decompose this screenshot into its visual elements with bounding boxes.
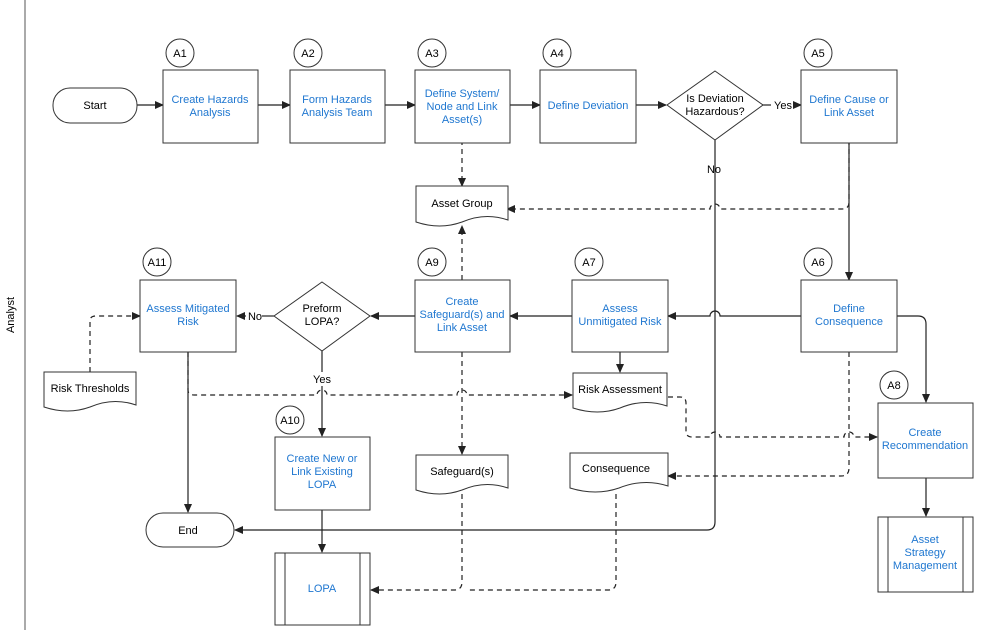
arrow-a6-a7 [667,310,801,320]
dash-consequence-lopa [467,494,617,591]
a1-badge: A1 [173,48,186,60]
risk-assessment-label: Risk Assessment [578,384,662,396]
a6-badge: A6 [811,257,824,269]
a9-line-0: Create [445,296,478,308]
subprocess-lopa[interactable]: LOPA [274,552,371,626]
start-terminal[interactable]: Start [52,87,138,124]
a9-line-1: Safeguard(s) and [420,309,505,321]
step-a10[interactable]: A10 Create New or Link Existing LOPA [274,405,371,511]
safeguards-label: Safeguard(s) [430,466,494,478]
deviation-line-1: Hazardous? [685,106,744,118]
a5-badge: A5 [811,48,824,60]
a3-badge: A3 [425,48,438,60]
end-terminal[interactable]: End [145,512,235,548]
asset-group-label: Asset Group [431,198,492,210]
a8-badge: A8 [887,380,900,392]
a8-line-1: Recommendation [882,440,968,452]
swimlane: Analyst [5,0,26,630]
a10-badge: A10 [280,415,300,427]
a3-line-2: Asset(s) [442,114,482,126]
decision-deviation-hazardous[interactable]: Is Deviation Hazardous? [666,70,764,141]
risk-thresholds-label: Risk Thresholds [51,383,130,395]
doc-risk-thresholds[interactable]: Risk Thresholds [43,371,137,412]
a6-line-1: Consequence [815,316,883,328]
subprocess-asset-strategy[interactable]: Asset Strategy Management [877,516,974,593]
a11-badge: A11 [148,257,167,269]
step-a7[interactable]: A7 Assess Unmitigated Risk [571,247,669,353]
lopa-decision-line-1: LOPA? [305,316,340,328]
step-a8[interactable]: A8 Create Recommendation [877,370,974,479]
a7-line-1: Unmitigated Risk [578,316,662,328]
a10-line-2: LOPA [308,479,337,491]
a5-line-0: Define Cause or [809,94,889,106]
step-a4[interactable]: A4 Define Deviation [539,38,637,144]
asset-strategy-line-0: Asset [911,534,939,546]
dash-a11-riskassessment [187,352,573,399]
dash-a5-assetgroup [506,140,850,213]
a10-line-0: Create New or [287,453,358,465]
decision-preform-lopa[interactable]: Preform LOPA? [273,281,371,352]
lopa-sub-line-0: LOPA [308,583,337,595]
end-label: End [178,525,198,537]
a3-line-0: Define System/ [425,88,501,100]
step-a3[interactable]: A3 Define System/ Node and Link Asset(s) [414,38,511,144]
step-a9[interactable]: A9 Create Safeguard(s) and Link Asset [414,247,511,353]
a10-line-1: Link Existing [291,466,353,478]
a5-line-1: Link Asset [824,107,874,119]
connectors [89,101,930,594]
a9-line-2: Link Asset [437,322,487,334]
a6-line-0: Define [833,303,865,315]
doc-safeguards[interactable]: Safeguard(s) [415,454,509,495]
a2-line-0: Form Hazards [302,94,372,106]
a1-line-0: Create Hazards [171,94,249,106]
a1-line-1: Analysis [190,107,231,119]
start-label: Start [83,100,106,112]
step-a11[interactable]: A11 Assess Mitigated Risk [139,247,237,353]
step-a5[interactable]: A5 Define Cause or Link Asset [800,38,898,144]
lopa-yes-label: Yes [313,374,331,386]
dash-safeguards-lopa [370,494,463,594]
a3-line-1: Node and Link [427,101,498,113]
dash-riskassessment-a8 [668,396,878,441]
step-a2[interactable]: A2 Form Hazards Analysis Team [289,38,386,144]
deviation-line-0: Is Deviation [686,93,743,105]
a9-badge: A9 [425,257,438,269]
a2-line-1: Analysis Team [302,107,373,119]
deviation-no-label: No [707,164,721,176]
arrow-a6-a8 [897,315,930,403]
arrow-decision-no-end [234,140,716,534]
step-a6[interactable]: A6 Define Consequence [800,247,898,353]
lopa-decision-line-0: Preform [302,303,341,315]
deviation-yes-label: Yes [774,100,792,112]
a7-badge: A7 [582,257,595,269]
a7-line-0: Assess [602,303,638,315]
a8-line-0: Create [908,427,941,439]
a11-line-1: Risk [177,316,199,328]
asset-strategy-line-2: Management [893,560,957,572]
a2-badge: A2 [301,48,314,60]
step-a1[interactable]: A1 Create Hazards Analysis [162,38,259,144]
doc-asset-group[interactable]: Asset Group [415,185,509,227]
swimlane-label: Analyst [5,297,17,333]
a11-line-0: Assess Mitigated [146,303,229,315]
dash-riskthresholds-a11 [89,312,141,372]
lopa-no-label: No [248,311,262,323]
consequence-label: Consequence [582,463,650,475]
doc-risk-assessment[interactable]: Risk Assessment [572,372,668,413]
dash-a6-consequence [667,352,850,480]
doc-consequence[interactable]: Consequence [569,452,669,493]
a4-badge: A4 [550,48,563,60]
a4-line-0: Define Deviation [548,100,629,112]
asset-strategy-line-1: Strategy [905,547,946,559]
